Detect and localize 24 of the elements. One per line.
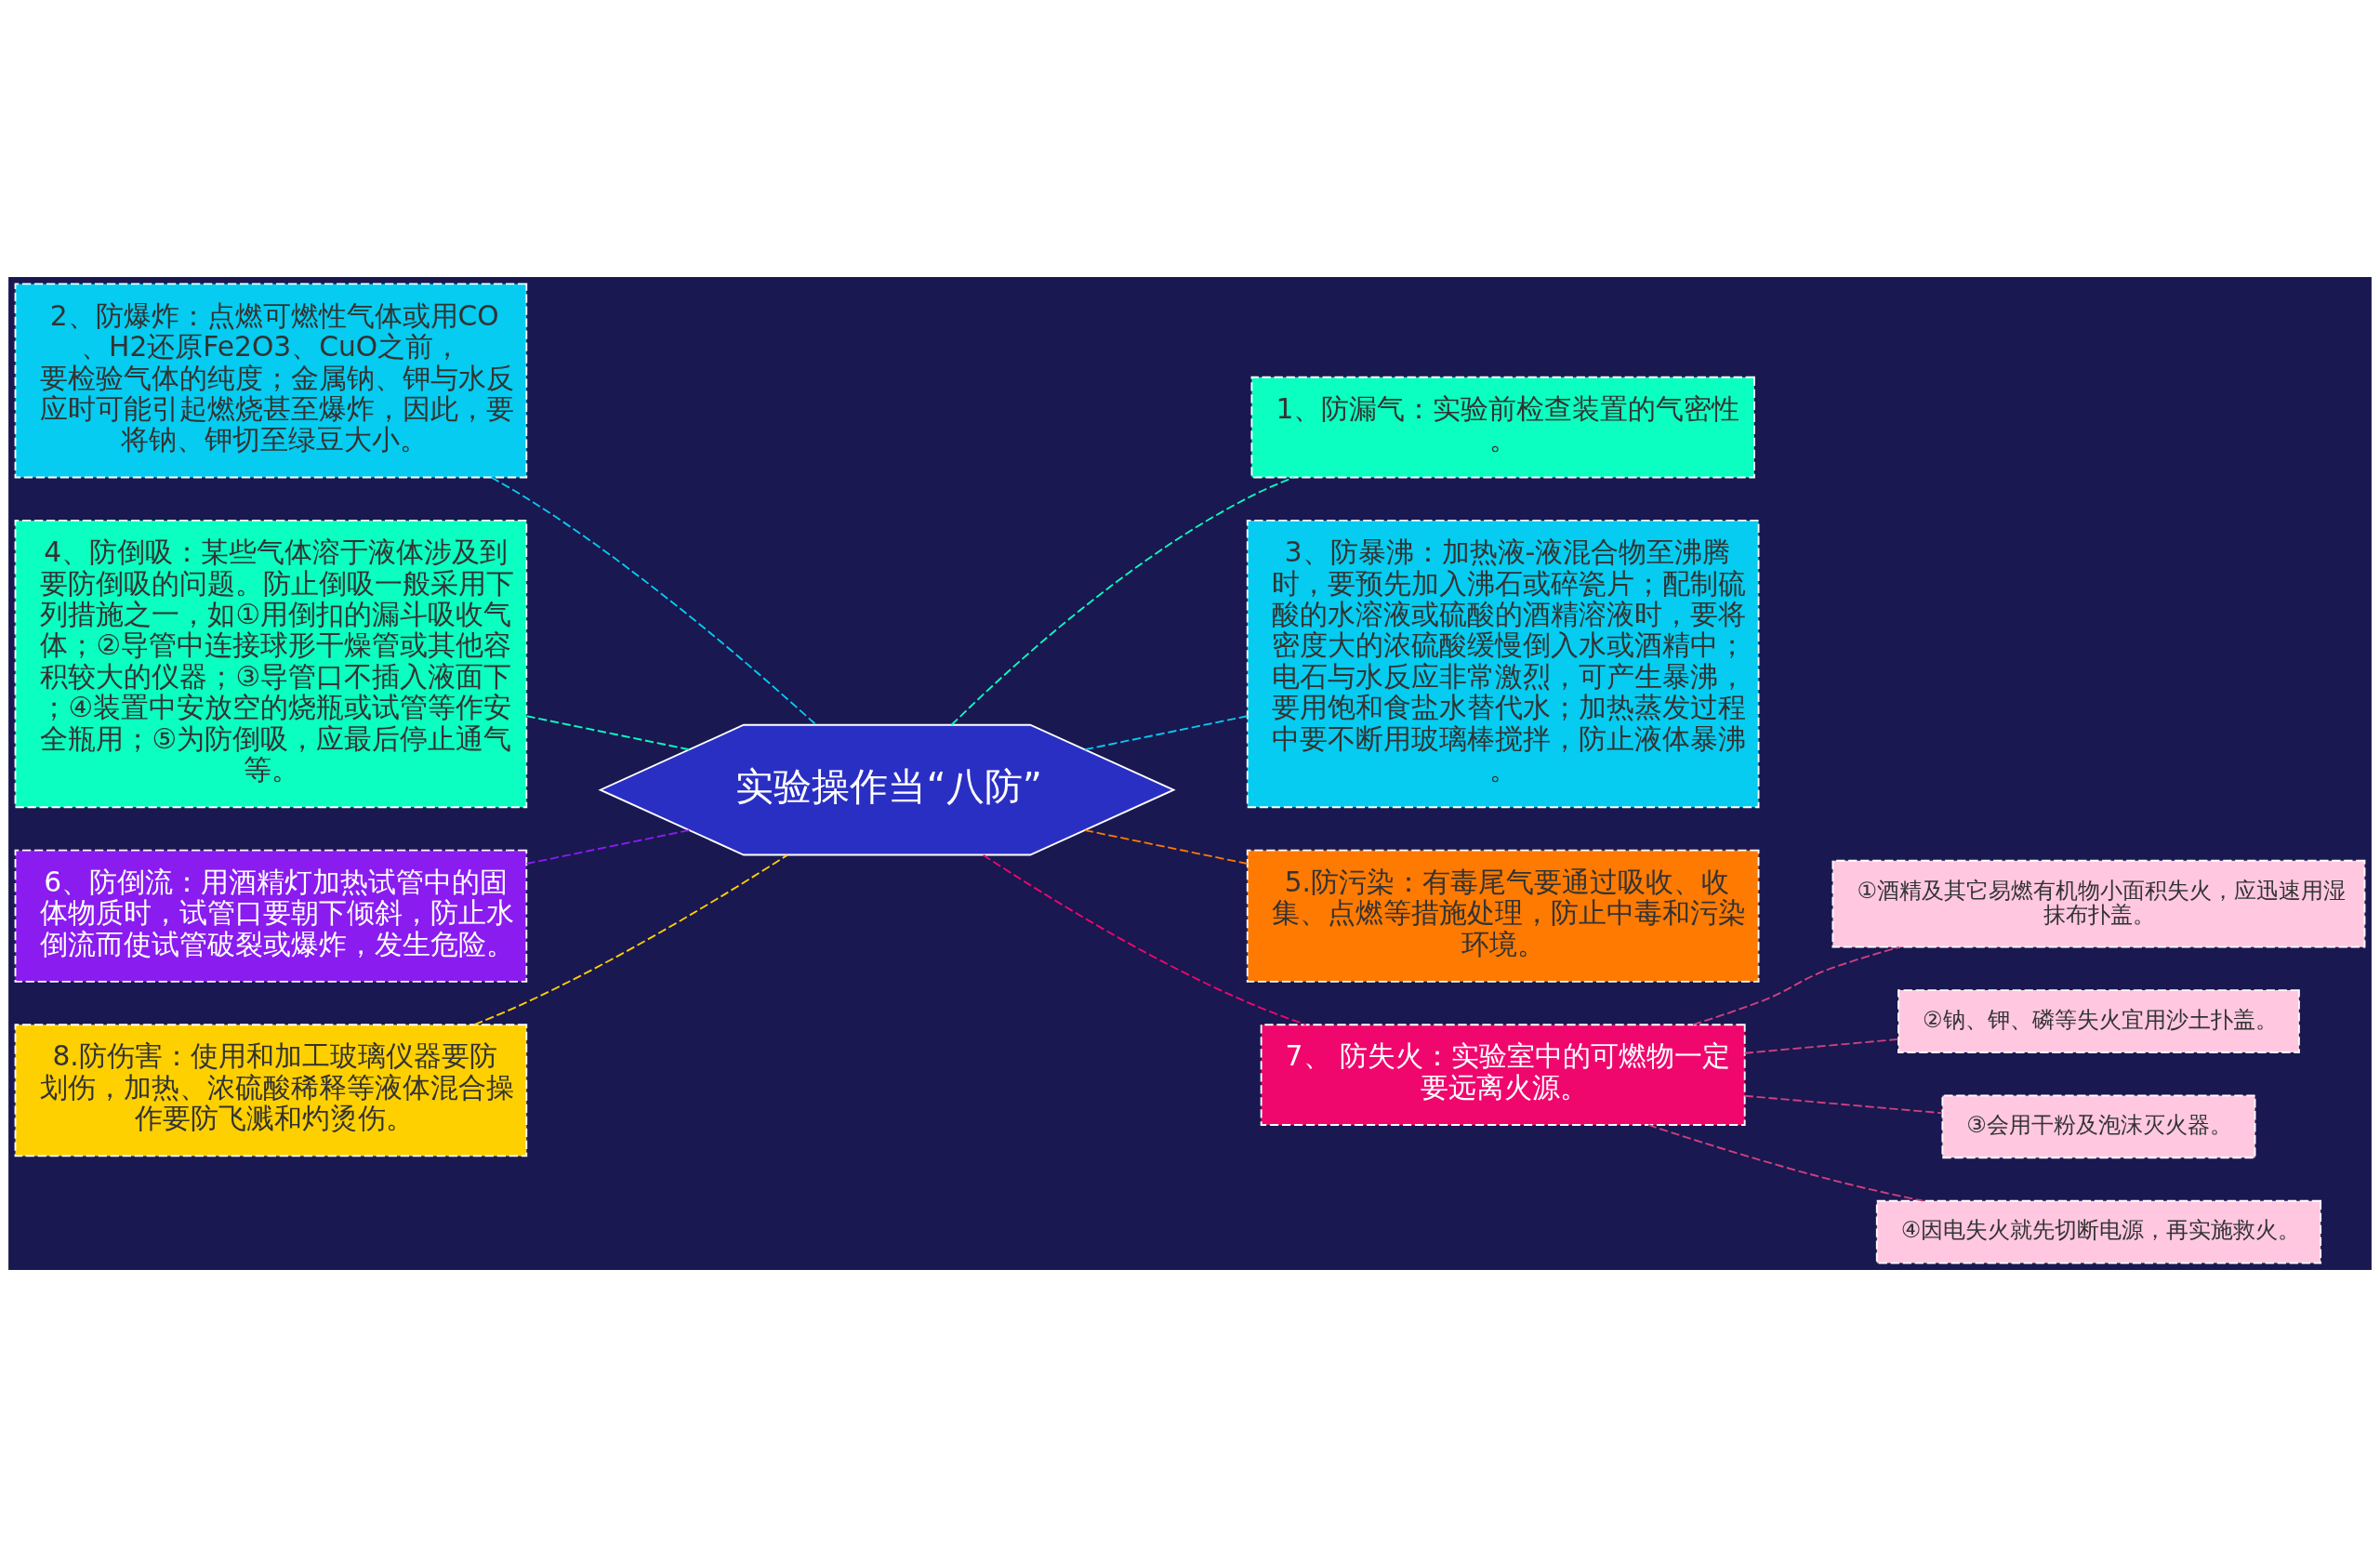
node-box: ④因电失火就先切断电源，再实施救火。 xyxy=(1875,1199,2322,1264)
node-box: 5.防污染：有毒尾气要通过吸收、收集、点燃等措施处理，防止中毒和污染环境。 xyxy=(1246,849,1760,983)
connector xyxy=(525,715,691,751)
node-box: 8.防伤害：使用和加工玻璃仪器要防划伤，加热、浓硫酸稀释等液体混合操作要防飞溅和灼烫伤。 xyxy=(14,1024,528,1157)
node-box: ②钠、钾、磷等失火宜用沙土扑盖。 xyxy=(1897,989,2300,1053)
connector xyxy=(1692,945,1901,1026)
connector xyxy=(525,829,691,865)
node-box: 6、防倒流：用酒精灯加热试管中的固体物质时，试管口要朝下倾斜，防止水倒流而使试管破裂或爆炸，发生危险。 xyxy=(14,849,528,983)
node-box: 2、防爆炸：点燃可燃性气体或用CO、H2还原Fe2O3、CuO之前，要检验气体的纯度；金属钠、钾与水反应时可能引起燃烧甚至爆炸，因此，要将钠、钾切至绿豆大小。 xyxy=(14,283,528,479)
connector xyxy=(1646,1124,1924,1202)
connector xyxy=(982,853,1307,1026)
connector xyxy=(1084,829,1249,865)
connector xyxy=(1743,1038,1899,1054)
connector xyxy=(1743,1094,1943,1115)
node-box: 1、防漏气：实验前检查装置的气密性。 xyxy=(1250,376,1755,479)
node-box: 7、 防失火：实验室中的可燃物一定要远离火源。 xyxy=(1260,1024,1746,1126)
node-box: ①酒精及其它易燃有机物小面积失火，应迅速用湿抹布扑盖。 xyxy=(1831,859,2366,948)
node-box: 4、防倒吸：某些气体溶于液体涉及到要防倒吸的问题。防止倒吸一般采用下列措施之一，如①用倒扣的漏斗吸收气体；②导管中连接球形干燥管或其他容积较大的仪器；③导管口不插入液面下；④装置中安放空的烧瓶或试管等作安全瓶用；⑤为防倒吸，应最后停止通气等。 xyxy=(14,519,528,809)
node-box: ③会用干粉及泡沫灭火器。 xyxy=(1941,1094,2256,1159)
connector xyxy=(473,853,789,1025)
node-box: 3、防暴沸：加热液-液混合物至沸腾时，要预先加入沸石或碎瓷片；配制硫酸的水溶液或硫酸的酒精溶液时，要将密度大的浓硫酸缓慢倒入水或酒精中；电石与水反应非常激烈，可产生暴沸，要用饱和食盐水替代水；加热蒸发过程中要不断用玻璃棒搅拌，防止液体暴沸。 xyxy=(1246,519,1760,809)
connector xyxy=(950,476,1295,726)
connector xyxy=(1084,715,1249,751)
connector xyxy=(490,476,817,726)
